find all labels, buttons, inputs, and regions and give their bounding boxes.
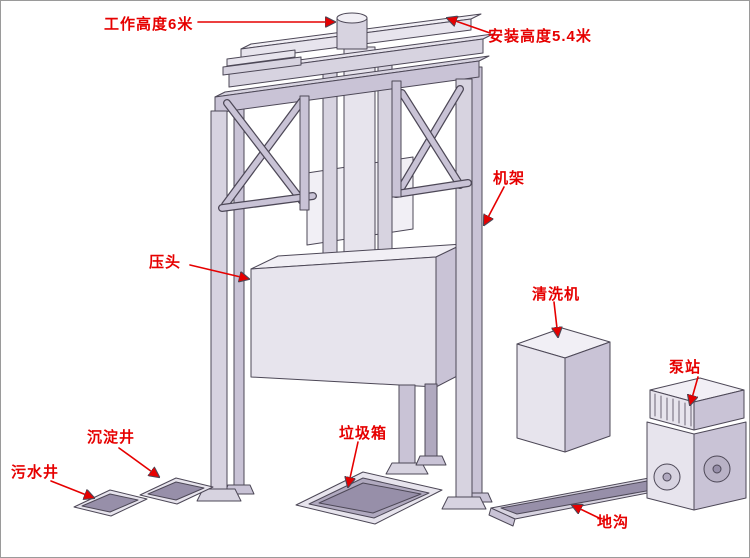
truss-bracing bbox=[218, 80, 472, 212]
label-trench: 地沟 bbox=[597, 514, 630, 531]
label-frame: 机架 bbox=[493, 170, 526, 187]
arrow-settling-well bbox=[118, 447, 159, 477]
trench-channel bbox=[488, 477, 674, 527]
pump-louvers bbox=[654, 393, 692, 427]
label-press-head: 压头 bbox=[149, 254, 182, 271]
arrow-trench bbox=[572, 505, 600, 519]
top-cylinder-cap bbox=[336, 12, 368, 50]
press-head-box bbox=[250, 243, 464, 388]
pump-station-unit bbox=[646, 377, 747, 511]
washer-unit bbox=[516, 327, 611, 453]
label-working-height: 工作高度6米 bbox=[104, 16, 194, 33]
arrow-press-head bbox=[189, 264, 249, 279]
label-garbage-bin: 垃圾箱 bbox=[339, 425, 388, 442]
top-rails bbox=[214, 13, 494, 114]
label-settling-well: 沉淀井 bbox=[87, 429, 136, 446]
label-pump-station: 泵站 bbox=[669, 359, 702, 376]
leader-arrows bbox=[50, 18, 699, 519]
arrow-washer bbox=[554, 301, 558, 337]
label-sewage-well: 污水井 bbox=[11, 464, 60, 481]
settling-well-pit bbox=[139, 477, 214, 505]
garbage-pit bbox=[295, 471, 443, 525]
arrow-pump-station bbox=[690, 376, 699, 405]
sewage-well-pit bbox=[73, 489, 148, 517]
arrow-frame bbox=[484, 186, 505, 225]
arrow-sewage-well bbox=[50, 480, 94, 498]
arrow-install-height bbox=[447, 18, 491, 34]
label-install-height: 安装高度5.4米 bbox=[488, 28, 592, 45]
inner-legs bbox=[385, 383, 447, 475]
label-washer: 清洗机 bbox=[532, 286, 581, 303]
arrow-garbage-bin bbox=[348, 441, 359, 487]
